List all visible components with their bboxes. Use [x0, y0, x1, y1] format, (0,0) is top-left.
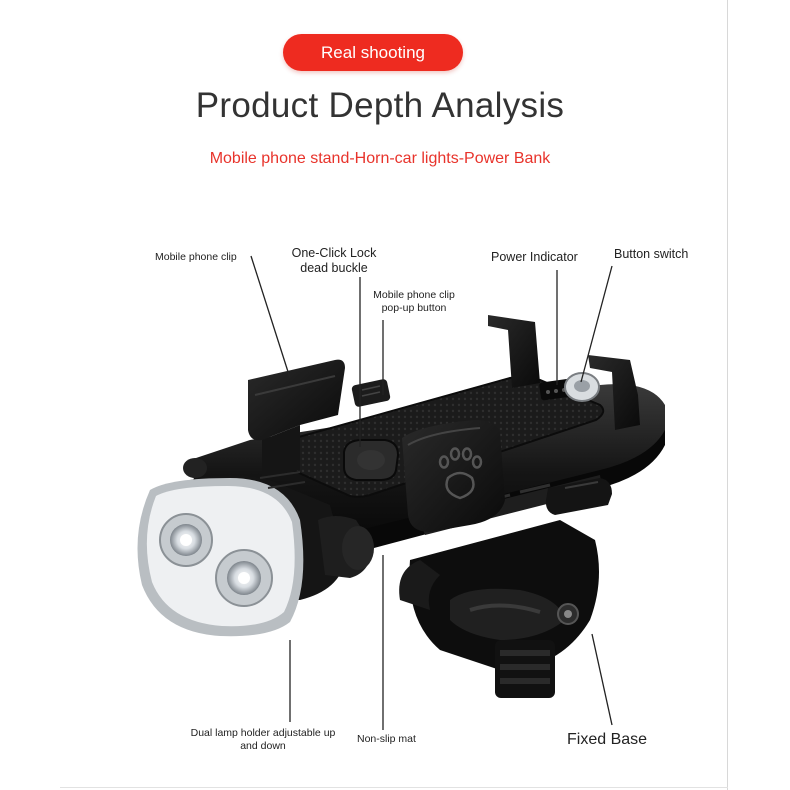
- phone-clip-front: [402, 420, 505, 532]
- page-title: Product Depth Analysis: [195, 86, 565, 125]
- callout-non-slip-mat: Non-slip mat: [357, 733, 416, 745]
- callout-one-click-lock-line2: dead buckle: [300, 261, 368, 275]
- popup-button: [351, 379, 391, 407]
- phone-clip-right: [488, 315, 640, 430]
- paw-print-icon: [438, 447, 483, 500]
- page-subtitle: Mobile phone stand-Horn-car lights-Power…: [209, 150, 551, 167]
- one-click-lock-buckle: [343, 439, 400, 481]
- phone-clip-left: [248, 359, 345, 478]
- callout-dual-lamp: Dual lamp holder adjustable up and down: [184, 727, 342, 752]
- callout-one-click-lock-line1: One-Click Lock: [291, 246, 377, 260]
- callout-lines: [250, 255, 613, 730]
- headlight-lens-icon: [215, 549, 273, 607]
- callout-phone-clip: Mobile phone clip: [155, 251, 237, 263]
- callout-popup-button-line1: Mobile phone clip: [373, 289, 455, 301]
- dual-headlamp: [137, 458, 374, 637]
- callout-popup-button: Mobile phone clip pop-up button: [362, 289, 466, 314]
- callout-popup-button-line2: pop-up button: [381, 301, 447, 314]
- right-border-line: [727, 0, 728, 790]
- bottom-border-line: [60, 787, 728, 788]
- real-shooting-badge: Real shooting: [283, 34, 463, 71]
- callout-fixed-base: Fixed Base: [567, 731, 648, 748]
- callout-power-indicator: Power Indicator: [491, 250, 578, 264]
- callout-dual-lamp-line1: Dual lamp holder adjustable up: [190, 727, 336, 739]
- fixed-base: [399, 520, 599, 698]
- callout-one-click-lock: One-Click Lock dead buckle: [286, 246, 382, 276]
- button-switch: [564, 372, 600, 402]
- headlight-lens-icon: [159, 513, 213, 567]
- badge-text: Real shooting: [321, 42, 425, 62]
- callout-button-switch: Button switch: [614, 247, 689, 261]
- callout-dual-lamp-line2: and down: [240, 739, 286, 752]
